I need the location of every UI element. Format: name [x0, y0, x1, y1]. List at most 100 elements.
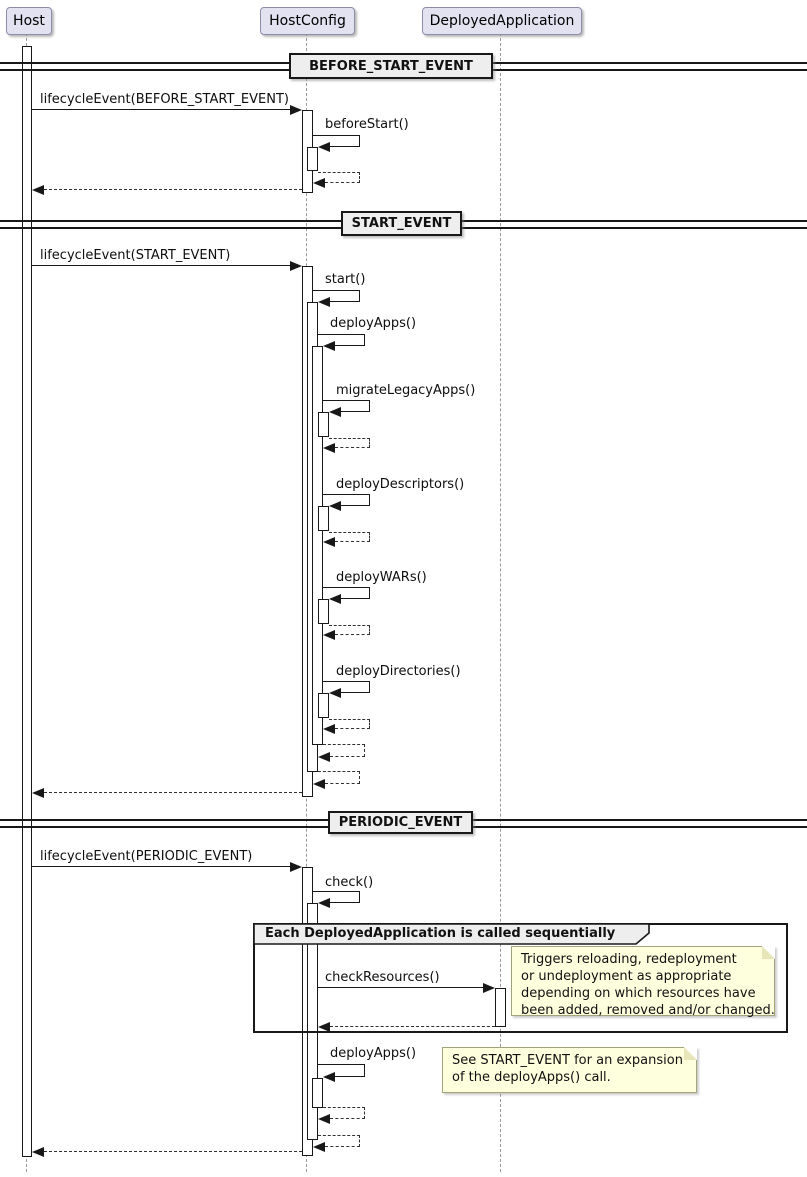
selfcall-deploy-apps-periodic-bottom	[335, 1076, 365, 1077]
participant-hostconfig: HostConfig	[260, 7, 355, 35]
hostconfig-activation-s2-l2	[312, 346, 323, 745]
arrowhead-directories	[329, 688, 341, 698]
arrowhead-lifecycle-before-start	[290, 105, 302, 115]
return-wars-bottom	[335, 634, 370, 635]
return-deploy-apps-periodic-top	[323, 1107, 365, 1108]
arrowhead-check-resources	[483, 983, 495, 993]
participant-host: Host	[6, 7, 52, 35]
message-lifecycle-periodic: lifecycleEvent(PERIODIC_EVENT)	[40, 849, 253, 864]
arrowhead-lifecycle-periodic	[290, 862, 302, 872]
arrow-lifecycle-start	[32, 265, 290, 266]
selfcall-descriptors-bottom	[341, 505, 370, 506]
arrowhead-return-deploy-apps	[318, 752, 330, 762]
arrowhead-return-check-resources	[318, 1022, 330, 1032]
arrowhead-return-wars	[323, 630, 335, 640]
return-directories-side	[369, 719, 370, 729]
divider-start-event: START_EVENT	[341, 211, 462, 236]
arrowhead-return-deploy-apps-periodic	[318, 1114, 330, 1124]
arrow-lifecycle-periodic	[32, 866, 290, 867]
selfcall-wars-top	[323, 587, 370, 588]
participant-host-label: Host	[13, 13, 45, 29]
arrowhead-return-descriptors	[323, 537, 335, 547]
deployedapplication-lifeline	[500, 33, 501, 1172]
return-check-top	[318, 1135, 360, 1136]
selfcall-deploy-apps-side	[364, 334, 365, 346]
selfcall-descriptors-side	[369, 494, 370, 506]
return-start-side	[359, 771, 360, 784]
return-descriptors-top	[329, 532, 370, 533]
arrowhead-return-to-host-s2	[32, 788, 44, 798]
selfcall-start-side	[359, 290, 360, 302]
return-descriptors-bottom	[335, 541, 370, 542]
arrowhead-before-start	[318, 142, 330, 152]
arrowhead-return-start	[313, 779, 325, 789]
return-deploy-apps-side	[364, 744, 365, 757]
return-before-start-bottom	[325, 182, 360, 183]
note-deploy-apps: See START_EVENT for an expansion of the …	[442, 1047, 697, 1093]
hostconfig-activation-wars	[318, 599, 329, 624]
participant-deployedapplication: DeployedApplication	[422, 7, 582, 35]
selfcall-deploy-apps-bottom	[335, 345, 365, 346]
selfcall-deploy-apps-periodic-side	[364, 1064, 365, 1077]
arrowhead-migrate	[329, 407, 341, 417]
return-directories-bottom	[335, 728, 370, 729]
divider-periodic-event: PERIODIC_EVENT	[328, 811, 473, 834]
selfcall-start-top	[313, 290, 360, 291]
return-wars-top	[329, 625, 370, 626]
message-deploy-wars: deployWARs()	[336, 570, 427, 585]
return-deploy-apps-bottom	[330, 756, 365, 757]
selfcall-before-start-bottom	[330, 146, 360, 147]
hostconfig-activation-s1-l1	[307, 147, 318, 171]
selfcall-migrate-bottom	[341, 411, 370, 412]
arrowhead-deploy-apps	[323, 341, 335, 351]
message-deploy-descriptors: deployDescriptors()	[336, 477, 465, 492]
hostconfig-activation-directories	[318, 693, 329, 718]
message-before-start: beforeStart()	[325, 117, 409, 132]
return-before-start-top	[318, 172, 360, 173]
note-check-resources-line2: or undeployment as appropriate	[521, 969, 732, 984]
arrow-check-resources	[318, 987, 483, 988]
participant-deployedapplication-label: DeployedApplication	[429, 13, 575, 29]
note-deploy-apps-line2: of the deployApps() call.	[452, 1070, 611, 1085]
group-title: Each DeployedApplication is called seque…	[265, 926, 616, 941]
arrowhead-return-check	[313, 1142, 325, 1152]
return-to-host-s2	[44, 792, 302, 793]
return-check-resources	[330, 1026, 495, 1027]
message-migrate-legacy-apps: migrateLegacyApps()	[336, 383, 476, 398]
note-check-resources-line3: depending on which resources have	[521, 986, 756, 1001]
selfcall-deploy-apps-periodic-top	[318, 1064, 365, 1065]
arrowhead-return-directories	[323, 724, 335, 734]
note-check-resources-line1: Triggers reloading, redeployment	[521, 952, 737, 967]
return-wars-side	[369, 625, 370, 635]
arrowhead-return-to-host-s3	[32, 1147, 44, 1157]
hostconfig-activation-s3-l1	[307, 903, 318, 1140]
note-check-resources: Triggers reloading, redeployment or unde…	[511, 946, 775, 1018]
message-deploy-apps-periodic: deployApps()	[330, 1046, 417, 1061]
selfcall-check-top	[313, 891, 360, 892]
message-check-resources: checkResources()	[325, 970, 440, 985]
arrowhead-return-before-start	[313, 178, 325, 188]
message-lifecycle-start: lifecycleEvent(START_EVENT)	[40, 248, 231, 263]
return-directories-top	[329, 719, 370, 720]
arrowhead-return-to-host-s1	[32, 185, 44, 195]
return-deploy-apps-periodic-bottom	[330, 1118, 365, 1119]
arrowhead-deploy-apps-periodic	[323, 1072, 335, 1082]
divider-before-start-event: BEFORE_START_EVENT	[289, 53, 493, 79]
participant-hostconfig-label: HostConfig	[269, 13, 346, 29]
arrowhead-wars	[329, 594, 341, 604]
group-header-pentagon	[253, 923, 650, 945]
arrow-lifecycle-before-start	[32, 109, 290, 110]
divider-before-start-label: BEFORE_START_EVENT	[309, 58, 473, 74]
message-deploy-apps: deployApps()	[330, 316, 417, 331]
selfcall-migrate-side	[369, 400, 370, 412]
selfcall-deploy-apps-top	[318, 334, 365, 335]
selfcall-directories-side	[369, 681, 370, 693]
return-check-bottom	[325, 1146, 360, 1147]
return-deploy-apps-periodic-side	[364, 1107, 365, 1119]
return-before-start-side	[359, 172, 360, 183]
selfcall-directories-bottom	[341, 692, 370, 693]
return-migrate-bottom	[335, 447, 370, 448]
selfcall-descriptors-top	[323, 494, 370, 495]
return-migrate-top	[329, 438, 370, 439]
